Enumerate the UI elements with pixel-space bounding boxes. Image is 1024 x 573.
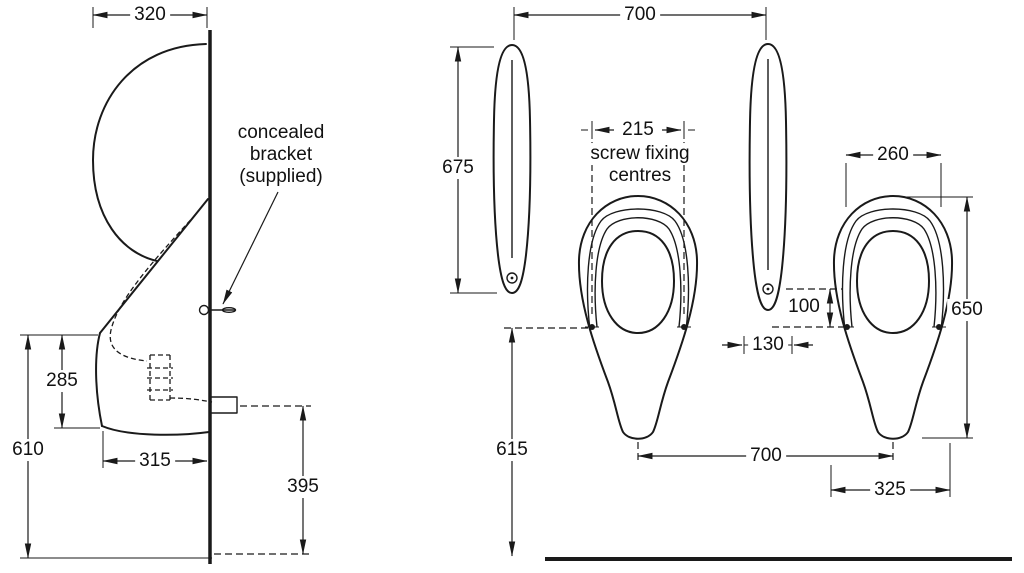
front-view bbox=[450, 7, 1012, 561]
dim-label-315: 315 bbox=[135, 450, 175, 472]
body-bottom-edge bbox=[101, 425, 210, 436]
outlet-pipe-hidden bbox=[169, 397, 213, 403]
bracket-note-line3: (supplied) bbox=[235, 166, 327, 188]
dim-label-215: 215 bbox=[618, 119, 658, 141]
dim-label-320: 320 bbox=[130, 4, 170, 26]
concealed-bracket bbox=[198, 304, 237, 316]
outlet-spigot bbox=[211, 396, 238, 414]
urinal-front-left bbox=[577, 195, 699, 440]
dimension-100 bbox=[772, 288, 844, 328]
urinal-front-right bbox=[832, 195, 954, 440]
waste-trap-hidden bbox=[147, 354, 173, 401]
dim-label-700-top: 700 bbox=[620, 4, 660, 26]
side-profile-left bbox=[492, 44, 532, 294]
bracket-leader-arrow bbox=[222, 191, 279, 305]
dim-label-325: 325 bbox=[870, 479, 910, 501]
dimension-215-screw-centres bbox=[581, 121, 695, 318]
dim-label-395: 395 bbox=[283, 476, 323, 498]
body-front-edge bbox=[95, 332, 103, 427]
side-profile-right bbox=[748, 43, 788, 311]
screw-note-line2: centres bbox=[604, 165, 676, 187]
dim-label-650: 650 bbox=[947, 299, 987, 321]
urinal-dome-profile bbox=[92, 43, 207, 262]
dim-label-285: 285 bbox=[42, 370, 82, 392]
inner-bowl-hidden-line bbox=[109, 213, 197, 362]
screw-note-line1: screw fixing bbox=[586, 143, 694, 165]
dim-label-610: 610 bbox=[8, 439, 48, 461]
dim-label-615: 615 bbox=[492, 439, 532, 461]
dim-label-260: 260 bbox=[873, 144, 913, 166]
side-view bbox=[20, 7, 311, 564]
bracket-note-line1: concealed bbox=[233, 122, 329, 144]
dim-label-130: 130 bbox=[748, 334, 788, 356]
dim-label-675: 675 bbox=[438, 157, 478, 179]
bracket-note-line2: bracket bbox=[245, 144, 317, 166]
dim-label-700-bottom: 700 bbox=[746, 445, 786, 467]
body-slope-line bbox=[99, 198, 209, 334]
dim-label-100: 100 bbox=[784, 296, 824, 318]
